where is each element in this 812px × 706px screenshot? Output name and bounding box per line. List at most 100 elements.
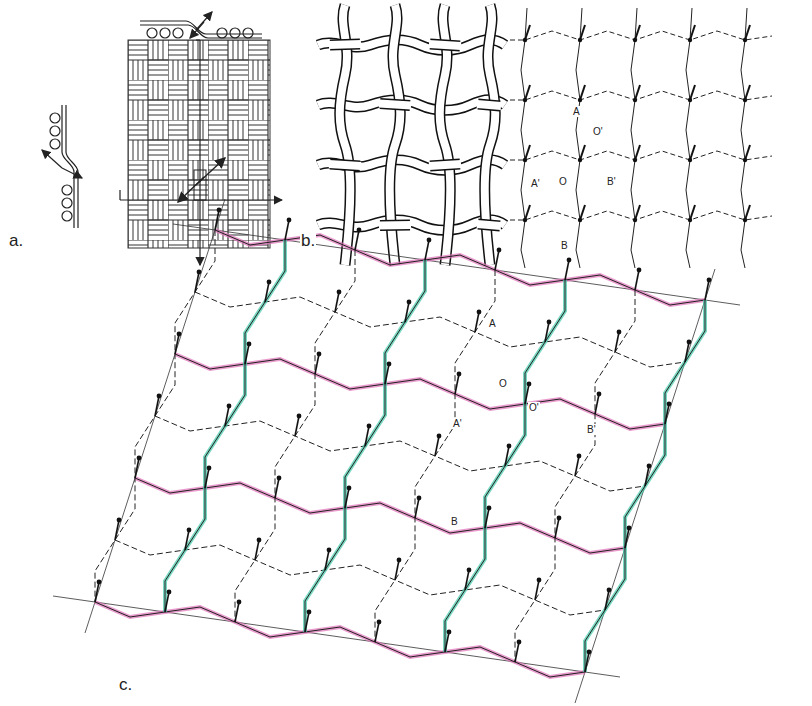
crossing-tick (525, 145, 530, 160)
crossing-tick (505, 446, 509, 466)
guide-line (53, 596, 620, 677)
crossing-tick (605, 590, 609, 610)
crossing-tick (185, 530, 189, 550)
crossing-tick (580, 85, 585, 100)
crossing-tick (745, 145, 750, 160)
panel-letter: b. (300, 232, 316, 251)
crossing-dot (667, 402, 672, 407)
crossing-tick (705, 280, 709, 300)
warp-line (631, 8, 637, 268)
crossing-dot (347, 486, 352, 491)
crossing-tick (205, 468, 209, 488)
crossing-tick (135, 458, 139, 478)
guide-line (173, 224, 740, 305)
panel-letter: a. (8, 232, 24, 251)
crossing-dot (537, 578, 542, 583)
crossing-tick (395, 560, 399, 580)
crossing-tick (325, 550, 329, 570)
crossing-dot (587, 650, 592, 655)
crossing-tick (225, 406, 229, 426)
warp-line (521, 8, 527, 268)
weft-line (115, 540, 605, 615)
crossing-tick (295, 416, 299, 436)
weave-plan (120, 40, 282, 265)
crossing-tick (415, 498, 419, 518)
green-yarn (585, 300, 705, 672)
crossing-tick (375, 622, 379, 642)
crossing-dot (487, 506, 492, 511)
crossing-dot (457, 372, 462, 377)
point-label: B (560, 240, 569, 251)
crossing-dot (437, 434, 442, 439)
crossing-tick (625, 528, 629, 548)
point-label: O' (592, 126, 604, 137)
crossing-dot (617, 330, 622, 335)
crossing-tick (525, 205, 530, 220)
crossing-dot (547, 320, 552, 325)
crossing-dot (597, 392, 602, 397)
crossing-tick (465, 570, 469, 590)
weft-line (135, 478, 625, 553)
crossing-dot (577, 454, 582, 459)
lattice-perspective (53, 199, 740, 703)
crossing-dot (633, 218, 637, 222)
crossing-tick (255, 540, 259, 560)
warp-line (515, 290, 635, 662)
crossing-dot (267, 280, 272, 285)
crossing-dot (688, 98, 692, 102)
pink-yarn (215, 230, 705, 305)
crossing-dot (207, 466, 212, 471)
crossing-dot (477, 310, 482, 315)
crossing-dot (177, 332, 182, 337)
weft-line (510, 31, 772, 40)
warp-line (741, 8, 747, 268)
crossing-dot (527, 382, 532, 387)
green-yarn (165, 240, 285, 612)
warp-line (305, 260, 425, 632)
crossing-tick (435, 436, 439, 456)
point-label: A' (452, 418, 463, 429)
crossing-tick (685, 342, 689, 362)
crossing-dot (497, 248, 502, 253)
crossing-tick (275, 478, 279, 498)
crossing-tick (385, 364, 389, 384)
crossing-tick (485, 508, 489, 528)
crossing-tick (195, 272, 199, 292)
crossing-dot (517, 640, 522, 645)
point-label: B (450, 516, 459, 527)
pink-yarn (95, 602, 585, 677)
crossing-dot (688, 158, 692, 162)
weft-line (195, 292, 685, 367)
crossing-dot (578, 218, 582, 222)
crossing-dot (167, 590, 172, 595)
crossing-dot (417, 496, 422, 501)
crossing-tick (690, 145, 695, 160)
crossing-tick (355, 230, 359, 250)
crossing-dot (743, 218, 747, 222)
crossing-dot (427, 238, 432, 243)
crossing-tick (580, 205, 585, 220)
warp-line (375, 270, 495, 642)
crossing-tick (215, 210, 219, 230)
crossing-dot (317, 352, 322, 357)
crossing-dot (633, 38, 637, 42)
crossing-dot (157, 394, 162, 399)
crossing-dot (387, 362, 392, 367)
cross-section-top (140, 12, 262, 38)
crossing-dot (367, 424, 372, 429)
guide-line (85, 199, 225, 633)
crossing-tick (425, 240, 429, 260)
crossing-tick (690, 205, 695, 220)
crossing-dot (137, 456, 142, 461)
point-label: B' (586, 424, 597, 435)
crossing-dot (337, 290, 342, 295)
crossing-tick (475, 312, 479, 332)
crossing-dot (523, 158, 527, 162)
crossing-dot (578, 158, 582, 162)
crossing-dot (633, 158, 637, 162)
crossing-dot (357, 228, 362, 233)
crossing-dot (687, 340, 692, 345)
panel-letter: c. (118, 676, 133, 695)
crossing-dot (607, 588, 612, 593)
weft-line (155, 416, 645, 491)
